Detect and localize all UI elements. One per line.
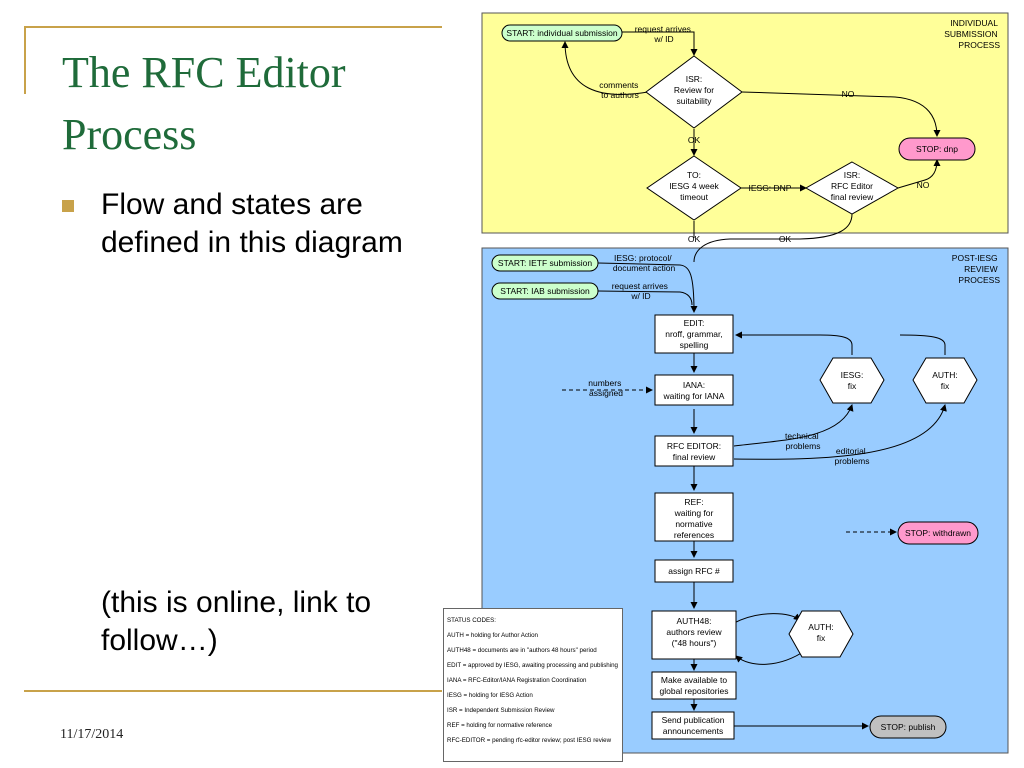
label-no-1: NO [842,89,855,99]
auth48-node [651,610,737,660]
label-iesg-dnp: IESG: DNP [749,183,792,193]
edit-line1: nroff, grammar, [665,329,722,339]
to-timeout-line2: timeout [680,192,709,202]
bullet-square-icon [62,200,74,212]
make-available-line2: global repositories [660,686,729,696]
edit-code: EDIT: [684,318,705,328]
legend-item: ISR = Independent Submission Review [447,707,555,714]
status-codes-legend: STATUS CODES: AUTH = holding for Author … [443,608,623,762]
start-individual-label: START: individual submission [506,28,617,38]
auth-fix-1-label: fix [941,381,950,391]
send-publication-node [651,711,735,740]
send-publication-line1: Send publication [662,715,725,725]
stop-publish-node [869,715,947,739]
iana-code: IANA: [683,380,705,390]
accent-top-line [24,26,442,28]
auth-fix-2-code: AUTH: [808,622,834,632]
legend-item: IESG = holding for IESG Action [447,692,533,699]
label-request-arrives-2: request arrives w/ ID [612,281,671,301]
auth-fix-1-code: AUTH: [932,370,958,380]
slide-date: 11/17/2014 [60,727,124,742]
isr-review-code: ISR: [686,74,703,84]
assign-rfc-label: assign RFC # [668,566,720,576]
legend-item: REF = holding for normative reference [447,722,553,729]
connectors [561,31,947,730]
stop-publish-label: STOP: publish [881,722,936,732]
rfc-editor-node [654,435,734,467]
isr-final-line1: RFC Editor [831,181,873,191]
individual-section-label: INDIVIDUAL SUBMISSION PROCESS [944,18,1000,50]
stop-dnp-label: STOP: dnp [916,144,958,154]
label-ok-3: OK [779,234,792,244]
iesg-fix-code: IESG: [841,370,864,380]
stop-dnp-node [898,137,976,161]
label-numbers-assigned: numbers assigned [588,378,623,398]
legend-item: AUTH = holding for Author Action [447,632,538,639]
accent-bottom-line [24,690,442,692]
ref-line2: normative [675,519,713,529]
label-ok-1: OK [688,135,701,145]
postiesg-section-label: POST-IESG REVIEW PROCESS [952,253,1001,285]
start-ietf-node [491,254,599,272]
to-timeout-code: TO: [687,170,701,180]
legend-item: RFC-EDITOR = pending rfc-editor review; … [447,737,612,744]
stop-withdrawn-label: STOP: withdrawn [905,528,971,538]
isr-final-code: ISR: [844,170,861,180]
label-comments: comments to authors [599,80,641,100]
rfc-editor-code: RFC EDITOR: [667,441,721,451]
label-technical-problems: technical problems [785,431,821,451]
auth48-line2: ("48 hours") [672,638,717,648]
legend-item: AUTH48 = documents are in "authors 48 ho… [447,647,597,654]
legend-title: STATUS CODES: [447,617,496,624]
auth-fix-hexagon-2 [788,610,854,658]
iesg-fix-hexagon [819,357,885,404]
iana-line1: waiting for IANA [663,391,725,401]
to-timeout-line1: IESG 4 week [669,181,719,191]
label-iesg-protocol: IESG: protocol/ document action [613,253,676,273]
title-line-2: Process [62,110,197,159]
bullet-text: Flow and states are defined in this diag… [101,188,403,259]
stop-withdrawn-node [897,521,979,545]
edit-node [654,314,734,354]
online-note: (this is online, link to follow…) [101,586,372,657]
to-timeout-diamond [646,155,742,221]
individual-section-bg [481,12,1009,234]
label-editorial-problems: editorial problems [835,446,870,466]
send-publication-line2: announcements [663,726,724,736]
title-line-1: The RFC Editor [62,48,346,97]
isr-final-line2: final review [831,192,874,202]
assign-rfc-node [654,559,734,583]
isr-review-line1: Review for [674,85,714,95]
legend-item: EDIT = approved by IESG, awaiting proces… [447,662,619,669]
ref-line1: waiting for [674,508,714,518]
make-available-line1: Make available to [661,675,727,685]
iana-node [654,374,734,406]
auth48-code: AUTH48: [677,616,712,626]
start-ietf-label: START: IETF submission [498,258,592,268]
ref-line3: references [674,530,714,540]
accent-vertical-line [24,26,26,94]
ref-node [654,492,734,542]
isr-review-line2: suitability [677,96,713,106]
isr-final-diamond [804,161,900,215]
ref-code: REF: [684,497,703,507]
auth48-line1: authors review [666,627,722,637]
legend-item: IANA = RFC-Editor/IANA Registration Coor… [447,677,587,684]
iesg-fix-label: fix [848,381,857,391]
label-no-2: NO [917,180,930,190]
rfc-editor-line1: final review [673,452,716,462]
edit-line2: spelling [680,340,709,350]
start-iab-label: START: IAB submission [500,286,590,296]
slide-title: The RFC Editor Process [62,42,442,166]
label-ok-2: OK [688,234,701,244]
auth-fix-hexagon-1 [912,357,978,404]
isr-review-diamond [645,55,743,129]
make-available-node [651,671,737,700]
start-iab-node [491,282,599,300]
start-individual-node [501,24,623,42]
auth-fix-2-label: fix [817,633,826,643]
label-request-arrives-1: request arrives w/ ID [635,24,694,44]
